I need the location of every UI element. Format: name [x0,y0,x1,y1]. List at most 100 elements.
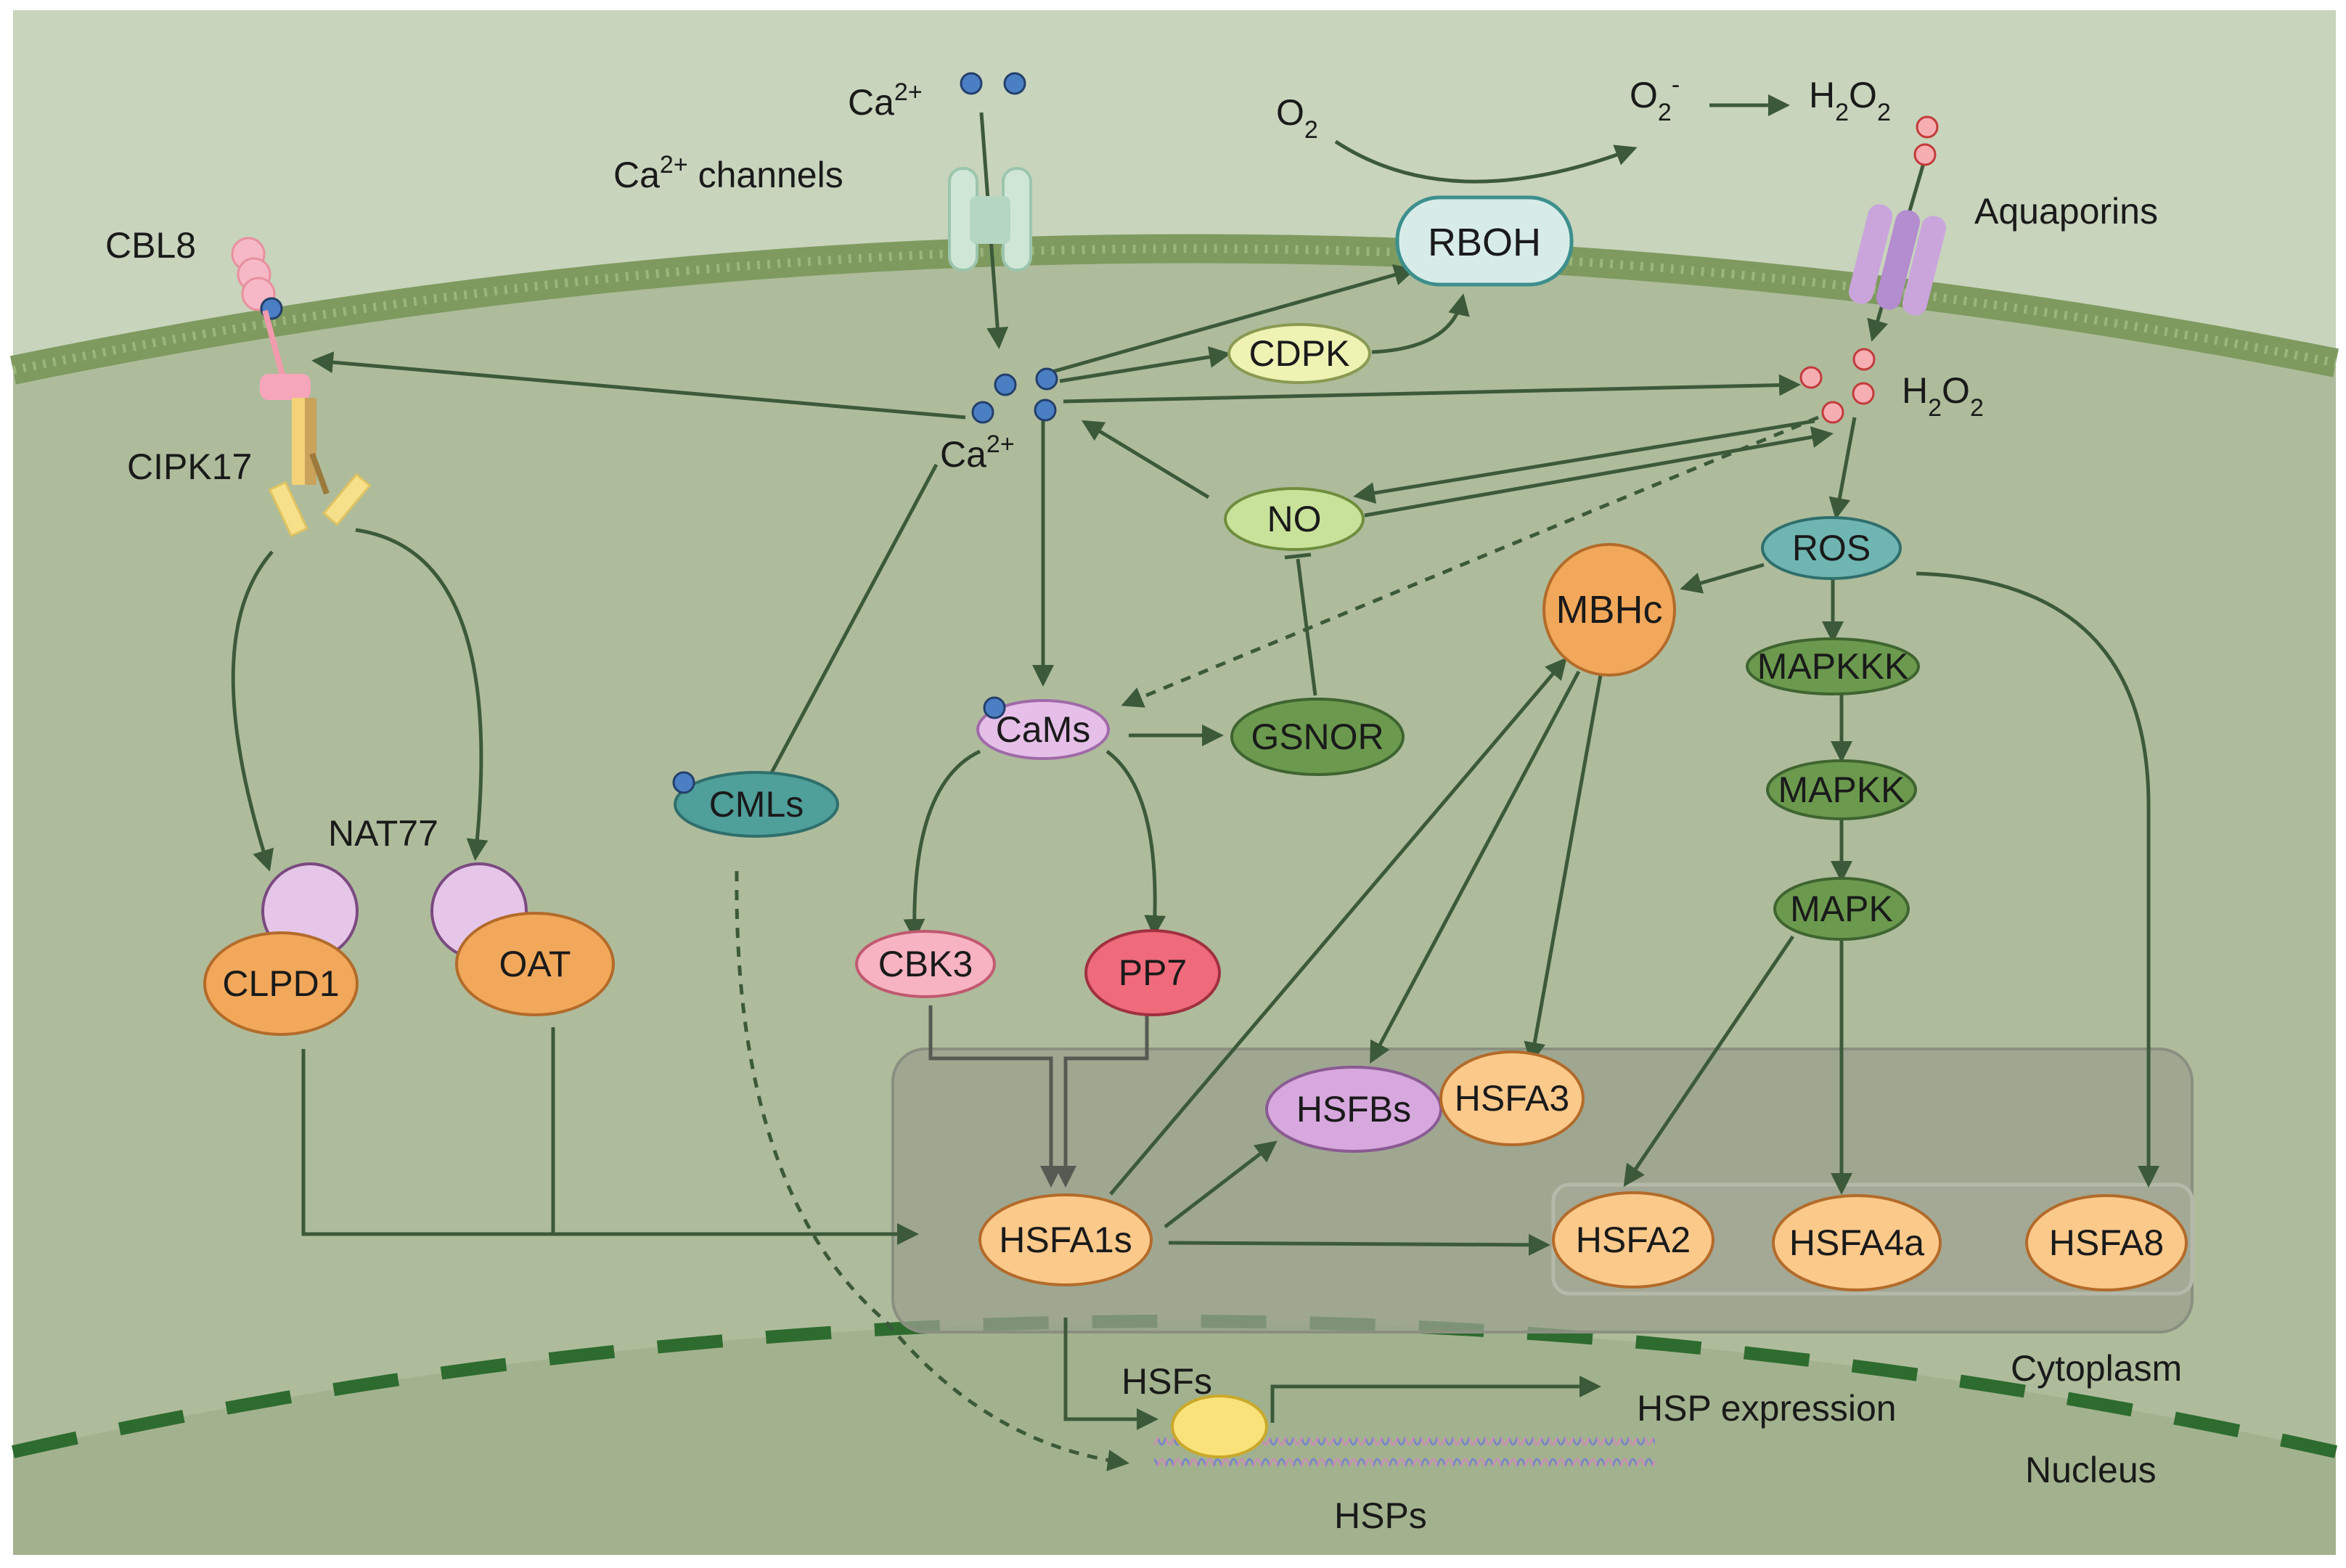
node-hsfa2: HSFA2 [1552,1191,1714,1289]
node-hsfbs: HSFBs [1265,1066,1442,1153]
cmls-calcium-dot [672,771,695,794]
arrow-o2-superoxide [1334,139,1638,184]
node-mbhc-label: MBHc [1556,588,1663,632]
cbl8-cipk17-icon [231,237,372,538]
arrow-ros-mbhc [1680,563,1765,594]
node-ros: ROS [1761,516,1902,580]
calcium-ions-intracellular [971,367,1058,424]
label-ca-extracellular: Ca2+ [848,78,923,123]
arrow-cipk17-oat [355,528,489,861]
node-mapkkk-label: MAPKKK [1757,646,1908,687]
label-hsp-expression: HSP expression [1637,1388,1897,1429]
label-cytoplasm: Cytoplasm [2011,1348,2182,1389]
node-gsnor-label: GSNOR [1251,716,1384,757]
arrow-hsfa1s-hsfs [1063,1318,1158,1430]
node-pp7: PP7 [1084,929,1221,1016]
label-aquaporins: Aquaporins [1974,191,2158,232]
node-hsfa8: HSFA8 [2025,1194,2188,1291]
cbk3-pp7-to-hsfa1s [928,1005,1149,1188]
node-cams-label: CaMs [996,709,1091,750]
label-superoxide: O2- [1630,71,1680,126]
arrow-cdpk-rboh [1371,293,1470,354]
arrow-h2o2-cams-dashed [1121,415,1819,708]
node-cmls: CMLs [672,771,839,838]
arrow-hsfa1s-mbhc [1109,657,1567,1196]
arrow-ca-cbl8 [311,351,966,420]
ca-channel-icon [948,167,1032,271]
label-cipk17: CIPK17 [127,446,252,487]
label-ca-channels: Ca2+ channels [613,151,843,195]
arrow-h2o2-no [1353,419,1815,504]
arrow-mbhc-hsfbs [1370,670,1581,1064]
label-hsfs: HSFs [1121,1361,1212,1402]
node-rboh-label: RBOH [1428,221,1541,264]
node-mapkkk: MAPKKK [1746,637,1920,695]
label-h2o2-intracellular: H2O2 [1902,370,1984,422]
node-cbk3-label: CBK3 [878,944,973,984]
node-oat: OAT [455,912,615,1016]
node-oat-label: OAT [499,944,571,984]
node-pp7-label: PP7 [1119,952,1188,993]
node-hsfa8-label: HSFA8 [2049,1222,2164,1263]
node-cmls-label: CMLs [709,784,804,825]
node-no: NO [1224,487,1365,551]
node-mapkk-label: MAPKK [1778,769,1905,810]
node-clpd1: CLPD1 [203,931,359,1036]
arrow-cams-pp7 [1105,749,1166,937]
arrow-clpd1-oat-hsfa1s [301,1049,919,1245]
arrow-no-ca [1081,420,1210,499]
arrow-hsfa1s-hsfbs [1164,1140,1278,1228]
node-rboh: RBOH [1395,195,1574,287]
node-cbk3: CBK3 [855,930,996,998]
arrow-hsfs-expression [1270,1376,1601,1423]
arrow-hsfa1s-hsfa2 [1168,1233,1550,1256]
node-gsnor: GSNOR [1230,698,1405,776]
label-cbl8: CBL8 [105,225,196,266]
node-mapk-label: MAPK [1790,889,1893,929]
cell-membrane-texture [12,244,2337,375]
node-hsfa4a-label: HSFA4a [1789,1222,1924,1263]
node-hsfa3-label: HSFA3 [1455,1078,1569,1119]
connectors [231,94,2159,1471]
label-hsps: HSPs [1334,1495,1427,1536]
label-ca-intracellular: Ca2+ [940,430,1015,475]
node-cdpk-label: CDPK [1249,333,1350,374]
node-ros-label: ROS [1792,528,1871,568]
node-no-label: NO [1267,499,1322,539]
arrow-mbhc-hsfa3 [1524,674,1603,1064]
arrow-ca-cmls [767,463,939,778]
calcium-ions-extracellular [960,72,1026,95]
label-h2o2-extracellular: H2O2 [1809,75,1891,126]
h2o2-dots-intracellular [1799,348,1876,424]
inhibit-bar [1284,552,1312,560]
cams-calcium-dot [983,696,1006,719]
node-clpd1-label: CLPD1 [222,963,339,1004]
arrow-h2o2-ros [1828,417,1857,520]
node-hsfbs-label: HSFBs [1296,1089,1411,1130]
arrow-ca-rboh [1052,264,1416,374]
node-mbhc: MBHc [1542,543,1676,677]
aquaporin-icon [1848,204,1947,316]
h2o2-dots-extracellular [1913,115,1939,166]
node-hsfa1s-label: HSFA1s [999,1220,1132,1260]
arrow-no-h2o2 [1364,426,1834,518]
node-cdpk: CDPK [1227,323,1371,384]
nuclear-envelope [12,1315,2337,1458]
arrow-cipk17-clpd1 [231,550,274,872]
arrow-mapk-hsfa2 [1623,935,1795,1187]
node-hsfa3: HSFA3 [1439,1050,1585,1146]
arrow-cmls-hsps-dashed [735,870,1129,1471]
hsfs-factor-icon [1171,1395,1268,1458]
node-hsfa2-label: HSFA2 [1576,1220,1691,1260]
node-hsfa1s: HSFA1s [978,1193,1153,1286]
node-hsfa4a: HSFA4a [1772,1194,1942,1291]
label-nat77: NAT77 [328,813,438,854]
arrow-ca-cdpk [1059,346,1231,383]
node-mapk: MAPK [1773,877,1910,941]
label-nucleus: Nucleus [2025,1450,2157,1490]
label-oxygen: O2 [1276,92,1318,144]
node-cams: CaMs [976,696,1110,760]
arrow-ca-h2o2 [1063,374,1801,404]
